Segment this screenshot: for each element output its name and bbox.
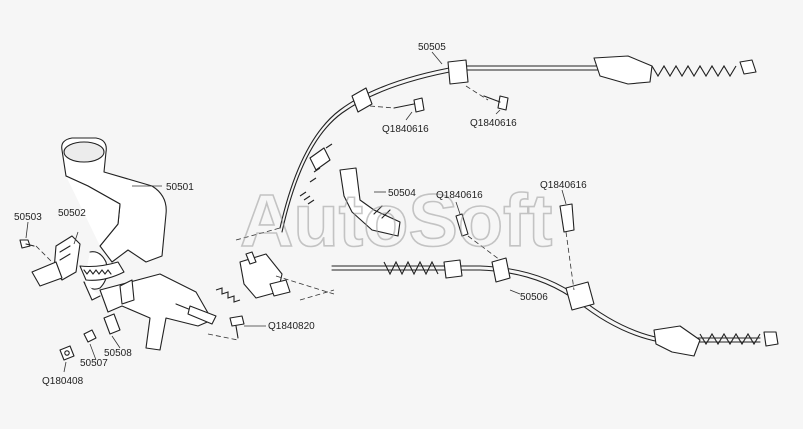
watermark: AutoSoft [240, 179, 552, 262]
switch-bracket-50502[interactable] [31, 235, 81, 287]
label-50503: 50503 [14, 212, 42, 223]
nut-50507[interactable] [83, 329, 97, 343]
label-50505: 50505 [418, 42, 446, 53]
label-50508: 50508 [104, 348, 132, 359]
front-cable-50505[interactable] [279, 55, 757, 233]
label-50504: 50504 [388, 188, 416, 199]
bolt-50503[interactable] [19, 239, 35, 249]
label-50506: 50506 [520, 292, 548, 303]
cable-guide-bracket-50504[interactable] [339, 167, 401, 237]
label-50502: 50502 [58, 208, 86, 219]
label-q1840616-a: Q1840616 [382, 124, 429, 135]
clip-50508[interactable] [103, 313, 121, 335]
bolt-q1840616-d[interactable] [559, 203, 575, 233]
cable-equalizer[interactable] [215, 251, 291, 303]
lever-bracket-base[interactable] [99, 273, 217, 351]
bolt-q1840820[interactable] [229, 315, 245, 339]
label-q1840616-d: Q1840616 [540, 180, 587, 191]
ratchet-sector[interactable] [79, 261, 125, 281]
label-q1840616-c: Q1840616 [436, 190, 483, 201]
leader-lines [25, 51, 575, 373]
label-q1840820: Q1840820 [268, 321, 315, 332]
label-50501: 50501 [166, 182, 194, 193]
handbrake-lever[interactable] [61, 137, 167, 301]
label-q180408: Q180408 [42, 376, 84, 387]
bolt-q1840616-a[interactable] [393, 97, 425, 113]
nut-q180408[interactable] [59, 345, 75, 361]
label-50507: 50507 [80, 358, 108, 369]
bolt-q1840616-c[interactable] [455, 213, 469, 237]
bolt-q1840616-b[interactable] [483, 95, 509, 111]
label-q1840616-b: Q1840616 [470, 118, 517, 129]
rear-cable-50506[interactable] [331, 257, 779, 357]
